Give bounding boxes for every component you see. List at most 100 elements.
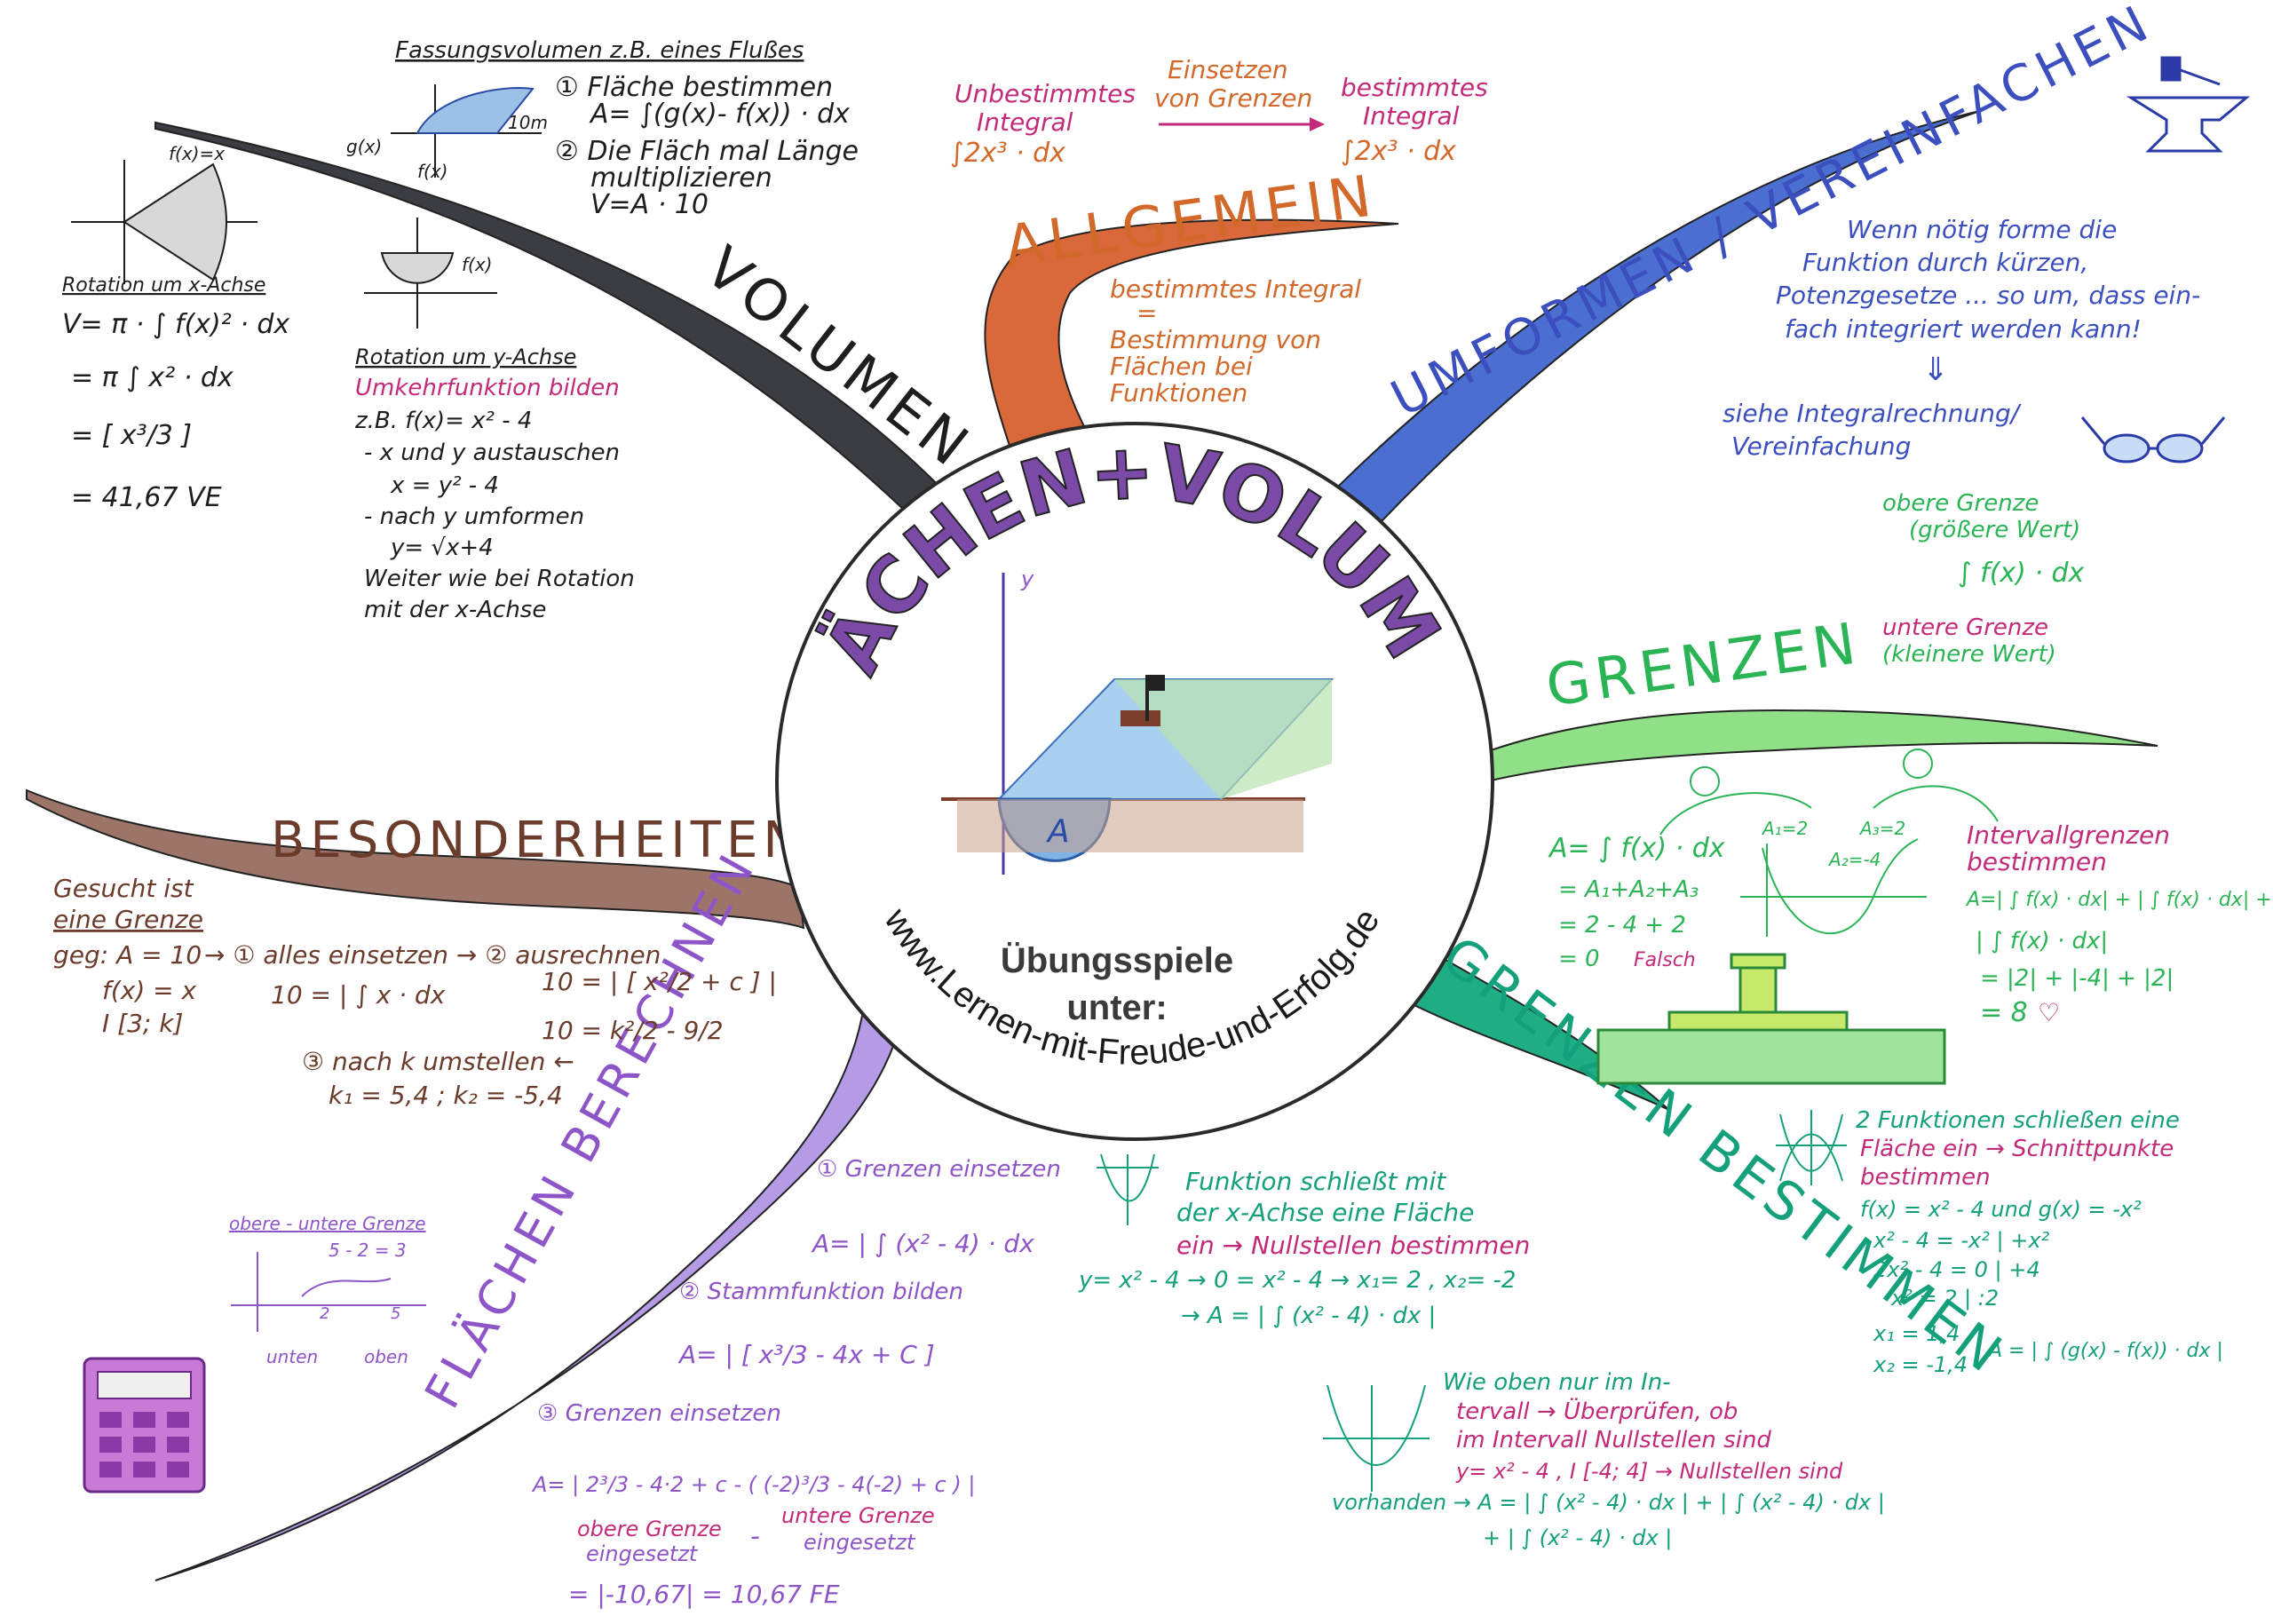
umformen-l2: Funktion durch kürzen, [1802, 248, 2088, 277]
umformen-l1: Wenn nötig forme die [1847, 215, 2117, 244]
grenzen-untere-1: untere Grenze [1882, 614, 2048, 641]
gbest-right-4: f(x) = x² - 4 und g(x) = -x² [1860, 1197, 2142, 1222]
grenzen-a2: A₂=-4 [1827, 849, 1881, 870]
besond-step3: ③ nach k umstellen ← [302, 1047, 574, 1076]
gbest-top-5: → A = | ∫ (x² - 4) · dx | [1181, 1303, 1436, 1329]
einsetzen-1: Einsetzen [1168, 55, 1288, 84]
anvil-icon [2126, 56, 2251, 153]
rot-y-1: Umkehrfunktion bilden [355, 375, 620, 401]
grenzen-a3: A₃=2 [1858, 818, 1905, 839]
grenzen-untere-2: (kleinere Wert) [1882, 641, 2056, 668]
sketch-gx: g(x) [346, 136, 382, 157]
unbestimmt-2: Integral [977, 107, 1073, 137]
besond-l4: f(x) = x [102, 976, 197, 1005]
def-5: Funktionen [1110, 378, 1247, 408]
grenzen-aleft-3: = 2 - 4 + 2 [1558, 912, 1686, 939]
fluss-line2: A= ∫(g(x)- f(x)) · dx [589, 99, 850, 130]
rot-y-8: mit der x-Achse [364, 597, 546, 623]
umformen-l7: Vereinfachung [1731, 432, 1911, 461]
besond-l3: geg: A = 10 [53, 940, 202, 970]
unbestimmt-1: Unbestimmtes [954, 79, 1136, 108]
bestimmt-3: ∫2x³ · dx [1341, 136, 1456, 167]
branch-besonderheiten-shape [26, 788, 805, 930]
unbestimmt-3: ∫2x³ · dx [950, 138, 1065, 169]
gbest-top-3: ein → Nullstellen bestimmen [1176, 1231, 1530, 1260]
flaechen-s2-f: A= | [ x³/3 - 4x + C ] [677, 1340, 935, 1369]
flaechen-minus: - [750, 1521, 760, 1552]
gbest-mid-2: tervall → Überprüfen, ob [1456, 1397, 1738, 1425]
umformen-l5: ⇓ [1922, 352, 1949, 388]
rot-y-7: Weiter wie bei Rotation [364, 566, 635, 592]
def-3: Bestimmung von [1110, 325, 1321, 354]
flaechen-obere-1: obere Grenze [577, 1517, 722, 1541]
gbest-right-7: x² = 2 | :2 [1890, 1286, 1999, 1311]
center-line1: Übungsspiele [1001, 940, 1233, 980]
branch-label-besonderheiten: BESONDERHEITEN [271, 812, 805, 869]
bestimmt-1: bestimmtes [1341, 73, 1488, 102]
flaechen-side-calc: 5 - 2 = 3 [329, 1240, 407, 1261]
grenzen-a1: A₁=2 [1761, 818, 1808, 839]
heart-icon: ♡ [2038, 998, 2060, 1027]
gbest-mid-4: y= x² - 4 , I [-4; 4] → Nullstellen sind [1455, 1459, 1843, 1484]
besond-eq1: 10 = | ∫ x · dx [271, 980, 446, 1010]
flaechen-s3-title: ③ Grenzen einsetzen [537, 1400, 781, 1427]
flaechen-side-title: obere - untere Grenze [229, 1213, 426, 1234]
grenzen-right-2: | ∫ f(x) · dx| [1976, 928, 2108, 955]
grenzen-obere-1: obere Grenze [1882, 490, 2039, 517]
grenzen-right-4: = 8 [1980, 997, 2028, 1028]
rot-y-6: y= √x+4 [390, 535, 494, 561]
gbest-right-3: bestimmen [1860, 1164, 1991, 1191]
volumen-notes: Fassungsvolumen z.B. eines Flußes ① Fläc… [62, 37, 859, 623]
branch-allgemein-shape [984, 218, 1399, 450]
rot-x-2: = π ∫ x² · dx [71, 362, 234, 393]
grenzen-integral: ∫ f(x) · dx [1958, 558, 2085, 589]
def-1: bestimmtes Integral [1110, 274, 1361, 304]
gbest-mid-1: Wie oben nur im In- [1443, 1369, 1671, 1396]
gbest-mid-3: im Intervall Nullstellen sind [1456, 1427, 1771, 1454]
def-4: Flächen bei [1110, 352, 1253, 381]
flaechen-result: = |-10,67| = 10,67 FE [568, 1580, 840, 1609]
rot-x-1: V= π · ∫ f(x)² · dx [62, 309, 289, 340]
rot-x-fx: f(x)=x [169, 143, 225, 164]
grenzen-notes: obere Grenze (größere Wert) ∫ f(x) · dx … [1548, 490, 2272, 1028]
grenzen-obere-2: (größere Wert) [1909, 517, 2080, 543]
bestimmt-2: Integral [1363, 101, 1460, 131]
gbest-top-2: der x-Achse eine Fläche [1176, 1198, 1474, 1227]
branch-grenzen-shape [1477, 709, 2158, 783]
flaechen-tick2: 2 [320, 1304, 329, 1323]
gbest-top-4: y= x² - 4 → 0 = x² - 4 → x₁= 2 , x₂= -2 [1078, 1267, 1516, 1294]
grenzen-sketch [1659, 749, 1999, 937]
umformen-notes: Wenn nötig forme die Funktion durch kürz… [1723, 215, 2200, 461]
flaechen-tick5: 5 [391, 1304, 400, 1323]
rot-y-2: z.B. f(x)= x² - 4 [354, 408, 532, 434]
umformen-l6: siehe Integralrechnung/ [1723, 399, 2022, 428]
flaechen-untere-1: untere Grenze [781, 1503, 935, 1528]
rot-y-fx: f(x) [462, 254, 492, 275]
flaechen-oben: oben [364, 1346, 408, 1367]
fluss-line3: ② Die Fläch mal Länge [555, 136, 859, 167]
rot-y-title: Rotation um y-Achse [355, 345, 576, 369]
gbest-mid-6: + | ∫ (x² - 4) · dx | [1483, 1525, 1672, 1550]
allgemein-notes: Unbestimmtes Integral ∫2x³ · dx Einsetze… [950, 55, 1488, 408]
besond-eq2: 10 = | [ x²/2 + c ] | [542, 967, 777, 996]
besond-l2: eine Grenze [53, 905, 203, 934]
rot-x-3: = [ x³/3 ] [71, 420, 192, 451]
branch-label-allgemein: ALLGEMEIN [1001, 163, 1381, 281]
rot-y-3: - x und y austauschen [364, 440, 620, 466]
flaechen-untere-2: eingesetzt [804, 1530, 916, 1555]
flaechen-notes: ① Grenzen einsetzen A= | ∫ (x² - 4) · dx… [229, 1156, 1061, 1609]
branch-umformen-shape [1303, 110, 1981, 552]
rot-y-4: x = y² - 4 [390, 472, 499, 499]
def-2: = [1136, 298, 1157, 328]
umformen-l4: fach integriert werden kann! [1785, 314, 2142, 344]
gbest-right-10: A = | ∫ (g(x) - f(x)) · dx | [1987, 1340, 2223, 1362]
besond-l1: Gesucht ist [53, 874, 194, 903]
gbest-mid-5: vorhanden → A = | ∫ (x² - 4) · dx | + | … [1332, 1490, 1885, 1515]
besond-res: k₁ = 5,4 ; k₂ = -5,4 [329, 1081, 563, 1110]
center-line2: unter: [1066, 988, 1167, 1027]
besond-eq3: 10 = k²/2 - 9/2 [542, 1016, 724, 1045]
flaechen-s3-f: A= | 2³/3 - 4·2 + c - ( (-2)³/3 - 4(-2) … [531, 1472, 975, 1497]
grenzen-aleft-1: A= ∫ f(x) · dx [1548, 833, 1725, 864]
sketch-10m: 10m [508, 112, 548, 133]
